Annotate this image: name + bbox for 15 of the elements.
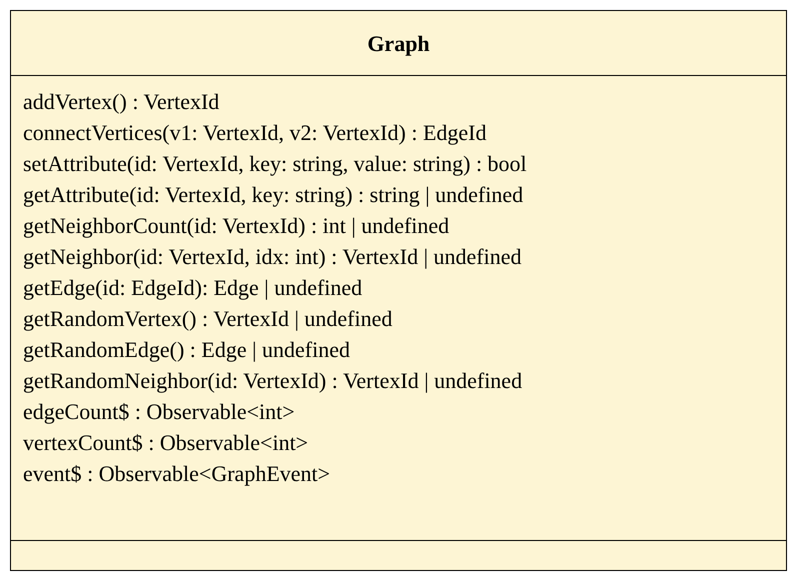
class-box (10, 10, 787, 571)
operation: vertexCount$ : Observable<int> (23, 429, 308, 457)
operation: getNeighborCount(id: VertexId) : int | undefined (23, 212, 450, 240)
operation: getEdge(id: EdgeId): Edge | undefined (23, 274, 362, 302)
operation: addVertex() : VertexId (23, 88, 220, 116)
class-name: Graph (366, 30, 431, 58)
operation: getAttribute(id: VertexId, key: string) : string | undefined (23, 181, 524, 209)
operation: getRandomNeighbor(id: VertexId) : VertexId | undefined (23, 367, 522, 395)
operation: connectVertices(v1: VertexId, v2: VertexId) : EdgeId (23, 119, 486, 147)
operation: getRandomEdge() : Edge | undefined (23, 336, 350, 364)
operation: setAttribute(id: VertexId, key: string, value: string) : bool (23, 150, 527, 178)
operation: edgeCount$ : Observable<int> (23, 398, 295, 426)
operation: getRandomVertex() : VertexId | undefined (23, 305, 392, 333)
operation: getNeighbor(id: VertexId, idx: int) : VertexId | undefined (23, 243, 522, 271)
operation: event$ : Observable<GraphEvent> (23, 460, 330, 488)
